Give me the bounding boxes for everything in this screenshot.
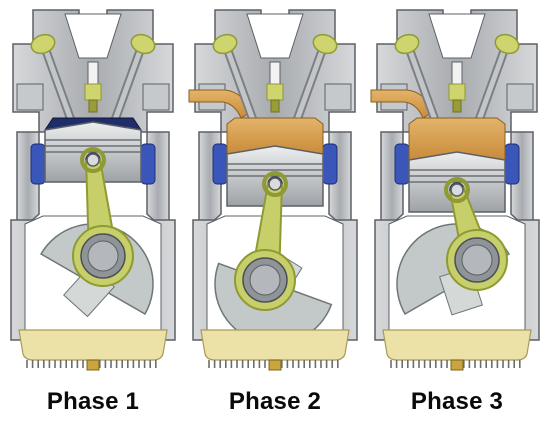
exhaust-valve bbox=[110, 33, 156, 125]
oil-sump bbox=[18, 329, 168, 361]
spark-plug bbox=[84, 61, 102, 113]
phase-3-label: Phase 3 bbox=[410, 388, 504, 415]
spark-plug bbox=[266, 61, 284, 113]
crank-pin bbox=[234, 249, 296, 311]
intake-valve bbox=[394, 33, 440, 125]
phase-1-label: Phase 1 bbox=[46, 388, 140, 415]
intake-valve bbox=[30, 33, 76, 125]
cylinder-block bbox=[380, 131, 534, 236]
drain-plug bbox=[86, 359, 100, 371]
crank-pin bbox=[446, 229, 508, 291]
cylinder-block bbox=[198, 131, 352, 236]
engine-panel-phase-2 bbox=[185, 4, 365, 371]
intake-valve bbox=[212, 33, 258, 125]
oil-sump bbox=[382, 329, 532, 361]
engine-panel-phase-3 bbox=[367, 4, 547, 371]
exhaust-valve bbox=[292, 33, 338, 125]
phase-2-label: Phase 2 bbox=[228, 388, 322, 415]
crank-pin bbox=[72, 225, 134, 287]
engine-panel-phase-1 bbox=[3, 4, 183, 371]
oil-sump bbox=[200, 329, 350, 361]
exhaust-valve bbox=[474, 33, 520, 125]
drain-plug bbox=[450, 359, 464, 371]
drain-plug bbox=[268, 359, 282, 371]
spark-plug bbox=[448, 61, 466, 113]
